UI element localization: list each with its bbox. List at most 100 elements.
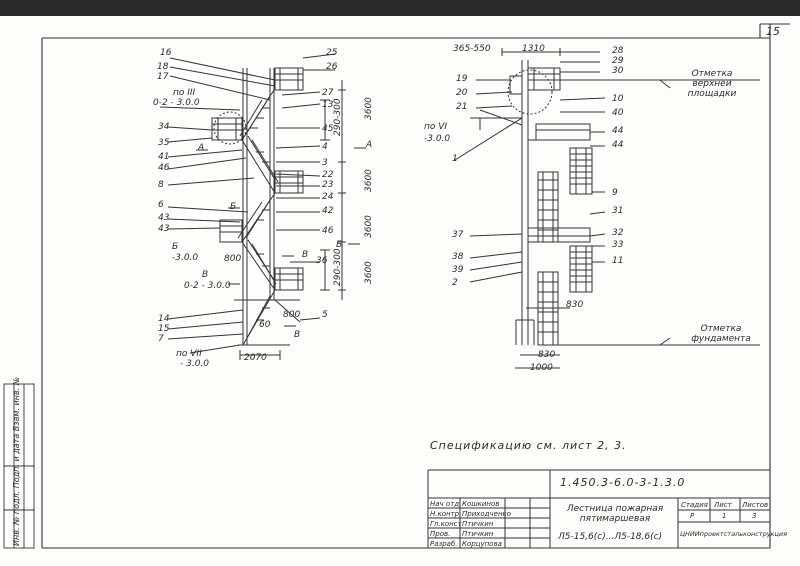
right-label-2: 28 xyxy=(612,46,624,56)
left-label-5: 34 xyxy=(158,122,170,132)
left-label-33: 46 xyxy=(322,226,334,236)
signature-role-0: Нач отд xyxy=(430,500,460,508)
left-label-8: 46 xyxy=(158,163,170,173)
stage-header: Стадия xyxy=(681,501,708,509)
signature-role-3: Пров. xyxy=(430,530,451,538)
left-label-26: 45 xyxy=(322,124,334,134)
right-label-3: 29 xyxy=(612,56,624,66)
right-label-22: 39 xyxy=(452,265,464,275)
sheets-header: Листов xyxy=(742,501,769,509)
signature-role-1: Н.контр xyxy=(430,510,460,518)
left-dim-7: 290-300 xyxy=(333,98,343,136)
signature-name-4: Корцупова xyxy=(462,540,502,548)
left-label-13: Б xyxy=(172,242,179,252)
left-label-40: В xyxy=(302,250,309,260)
left-label-12: 43 xyxy=(158,224,170,234)
left-label-14: -3.0.0 xyxy=(172,253,199,263)
right-label-5: 19 xyxy=(456,74,468,84)
right-stair-view xyxy=(454,48,760,369)
right-dim-0: 830 xyxy=(566,300,584,310)
left-label-10: 6 xyxy=(158,200,164,210)
left-label-16: 0-2 - 3.0.0 xyxy=(184,281,231,291)
sheets-value: 3 xyxy=(752,512,757,520)
left-dim-9: 60 xyxy=(259,320,271,330)
left-label-4: 0-2 - 3.0.0 xyxy=(153,98,200,108)
left-dim-1: 800 xyxy=(224,254,242,264)
organization: ЦНИИпроектстальконструкция xyxy=(680,530,788,538)
right-dim-1: 830 xyxy=(538,350,556,360)
left-label-24: 27 xyxy=(322,88,334,98)
scan-top-edge xyxy=(0,0,800,16)
left-label-34: 36 xyxy=(316,256,328,266)
right-label-0: 365-550 xyxy=(453,44,491,54)
left-label-39: Б xyxy=(230,202,237,212)
left-label-9: 8 xyxy=(158,180,164,190)
left-label-2: 17 xyxy=(157,72,169,82)
left-dim-0: 2070 xyxy=(244,353,267,363)
left-label-11: 43 xyxy=(158,213,170,223)
title-block-grid xyxy=(427,469,770,548)
right-label-4: 30 xyxy=(612,66,624,76)
right-label-6: 20 xyxy=(456,88,468,98)
left-label-23: 26 xyxy=(326,62,338,72)
right-label-23: 2 xyxy=(452,278,458,288)
spec-note: Спецификацию см. лист 2, 3. xyxy=(430,439,627,452)
left-label-37: А xyxy=(366,140,373,150)
right-label-16: 31 xyxy=(612,206,624,216)
signature-name-2: Птичкин xyxy=(462,520,494,528)
left-dim-8: 290-300 xyxy=(333,248,343,286)
right-label-14: 44 xyxy=(612,140,624,150)
left-stamp-strip xyxy=(3,383,35,549)
right-label-9: -3.0.0 xyxy=(424,134,451,144)
right-label-20: 37 xyxy=(452,230,464,240)
left-label-25: 13 xyxy=(322,100,334,110)
right-label-8: по VI xyxy=(424,122,448,132)
right-label-11: 10 xyxy=(612,94,624,104)
right-label-15: 9 xyxy=(612,188,618,198)
left-label-17: 14 xyxy=(158,314,170,324)
left-label-31: 24 xyxy=(322,192,334,202)
left-label-38: Б xyxy=(336,240,343,250)
left-dim-6: 3600 xyxy=(364,261,374,284)
right-dim-2: 1000 xyxy=(530,363,553,373)
left-label-1: 18 xyxy=(157,62,169,72)
left-dim-5: 3600 xyxy=(364,215,374,238)
top-platform-mark: Отметка верхней площадки xyxy=(687,69,737,99)
sheet-frame xyxy=(41,23,790,549)
right-label-21: 38 xyxy=(452,252,464,262)
right-label-17: 32 xyxy=(612,228,624,238)
sheet-value: 1 xyxy=(722,512,727,520)
left-label-20: по VII xyxy=(176,349,202,359)
signature-name-1: Приходченко xyxy=(462,510,512,518)
left-dim-2: 800 xyxy=(283,310,301,320)
drawing-subtitle: Л5-15,6(с)...Л5-18,6(с) xyxy=(558,532,663,542)
sheet-number: 15 xyxy=(766,25,780,38)
drawing-title: Лестница пожарная пятимаршевая xyxy=(566,504,664,524)
left-dim-4: 3600 xyxy=(364,169,374,192)
right-label-10: 1 xyxy=(452,154,458,164)
stage-value: Р xyxy=(690,512,695,520)
right-label-13: 44 xyxy=(612,126,624,136)
signature-role-2: Гл.конст xyxy=(430,520,462,528)
side-stamp: Инв. № подл. Подп. и дата Взам. инв. № xyxy=(12,376,21,546)
right-label-18: 33 xyxy=(612,240,624,250)
right-label-19: 11 xyxy=(612,256,624,266)
signature-name-0: Кошкинов xyxy=(462,500,500,508)
signature-name-3: Птичкин xyxy=(462,530,494,538)
left-label-15: В xyxy=(202,270,209,280)
left-label-3: по III xyxy=(173,88,196,98)
right-label-7: 21 xyxy=(456,102,468,112)
left-label-28: 3 xyxy=(322,158,328,168)
left-label-32: 42 xyxy=(322,206,334,216)
left-label-18: 15 xyxy=(158,324,170,334)
drawing-code: 1.450.3-6.0-3-1.3.0 xyxy=(560,476,686,489)
left-label-22: 25 xyxy=(326,48,338,58)
left-label-30: 23 xyxy=(322,180,334,190)
foundation-mark: Отметка фундамента xyxy=(691,324,751,344)
left-label-19: 7 xyxy=(158,334,164,344)
signature-role-4: Разраб. xyxy=(430,540,458,548)
left-label-21: - 3.0.0 xyxy=(180,359,210,369)
left-label-0: 16 xyxy=(160,48,172,58)
right-label-1: 1310 xyxy=(522,44,545,54)
